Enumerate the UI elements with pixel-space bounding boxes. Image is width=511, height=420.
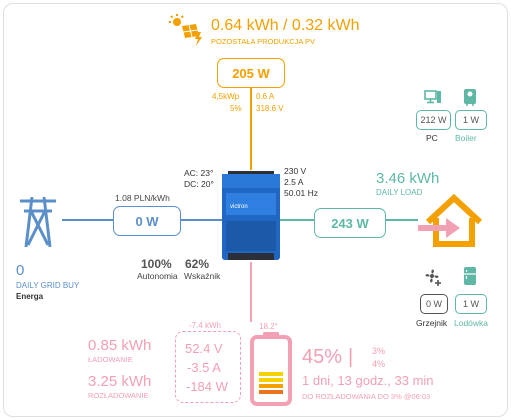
battery-pct-a: 3% (372, 346, 386, 356)
grid-daily-value: 0 (16, 262, 25, 279)
inverter-dc-temp: DC: 20° (184, 179, 214, 189)
battery-charge-energy: 0.85 kWh (88, 337, 152, 354)
device-pc-power: 212 W (420, 115, 447, 125)
grid-price: 1.08 PLN/kWh (115, 193, 170, 203)
transmission-tower-icon[interactable] (14, 195, 62, 249)
device-fridge-power: 1 W (462, 299, 479, 309)
svg-text:victron: victron (230, 204, 248, 210)
autonomy-label: Autonomia (137, 271, 178, 281)
battery-power: -184 W (186, 379, 228, 394)
water-boiler-icon[interactable] (464, 89, 476, 106)
solar-peak: 4,5kWp (212, 92, 240, 101)
desktop-pc-icon[interactable] (424, 90, 442, 104)
inverter-out-freq: 50.01 Hz (284, 188, 319, 198)
battery-icon[interactable] (250, 332, 292, 406)
inverter-out-current: 2.5 A (284, 177, 304, 187)
inverter-device-icon[interactable]: victron (222, 171, 280, 263)
battery-soc-separator: | (348, 346, 354, 368)
battery-charge-label: ŁADOWANIE (88, 355, 133, 364)
solar-current: 0.6 A (256, 92, 275, 101)
grid-provider: Energa (16, 292, 44, 301)
ratio-label: Wskaźnik (184, 271, 221, 281)
inverter-ac-temp: AC: 23° (184, 168, 214, 178)
device-boiler-name: Boiler (455, 133, 477, 143)
battery-current: -3.5 A (187, 360, 221, 375)
autonomy-value: 100% (141, 257, 172, 271)
fridge-icon[interactable] (464, 267, 476, 285)
home-import-icon[interactable] (418, 192, 490, 250)
load-energy: 3.46 kWh (376, 170, 440, 187)
device-fridge-box[interactable]: 1 W (455, 294, 487, 314)
load-power-value: 243 W (331, 215, 369, 231)
device-pc-box[interactable]: 212 W (416, 110, 451, 130)
device-heater-name: Grzejnik (416, 318, 448, 328)
load-power-box[interactable]: 243 W (314, 208, 386, 238)
battery-small-energy: -7.4 kWh (189, 321, 222, 330)
battery-soc: 45% (302, 346, 343, 368)
battery-discharge-energy: 3.25 kWh (88, 373, 152, 390)
battery-time-label: DO ROZŁADOWANIA DO 3% @06:03 (302, 392, 431, 401)
ratio-value: 62% (185, 257, 210, 271)
battery-temperature: 18.2° (259, 322, 278, 331)
solar-remaining-label: POZOSTAŁA PRODUKCJA PV (211, 37, 316, 46)
solar-voltage: 318.6 V (256, 104, 284, 113)
solar-peak-pct: 5% (230, 104, 242, 113)
device-heater-power: 0 W (425, 299, 442, 309)
inverter-out-voltage: 230 V (284, 166, 307, 176)
solar-power-box[interactable]: 205 W (217, 58, 285, 88)
device-fridge-name: Lodówka (454, 318, 489, 328)
device-boiler-power: 1 W (462, 115, 479, 125)
fan-heater-icon[interactable] (424, 268, 442, 286)
battery-pct-b: 4% (372, 359, 386, 369)
grid-power-box[interactable]: 0 W (113, 206, 181, 236)
device-boiler-box[interactable]: 1 W (455, 110, 487, 130)
solar-panel-sun-icon[interactable] (168, 14, 204, 46)
solar-energy-text: 0.64 kWh / 0.32 kWh (211, 17, 360, 34)
device-pc-name: PC (426, 133, 438, 143)
battery-discharge-label: ROZŁADOWANIE (88, 391, 149, 400)
device-heater-box[interactable]: 0 W (420, 294, 448, 314)
load-label: DAILY LOAD (376, 188, 423, 197)
battery-time-remaining: 1 dni, 13 godz., 33 min (302, 373, 434, 388)
solar-power-value: 205 W (232, 65, 270, 81)
battery-voltage: 52.4 V (185, 341, 223, 356)
grid-power-value: 0 W (135, 213, 159, 229)
battery-stats-box[interactable] (175, 331, 241, 403)
grid-daily-label: DAILY GRID BUY (16, 281, 80, 290)
